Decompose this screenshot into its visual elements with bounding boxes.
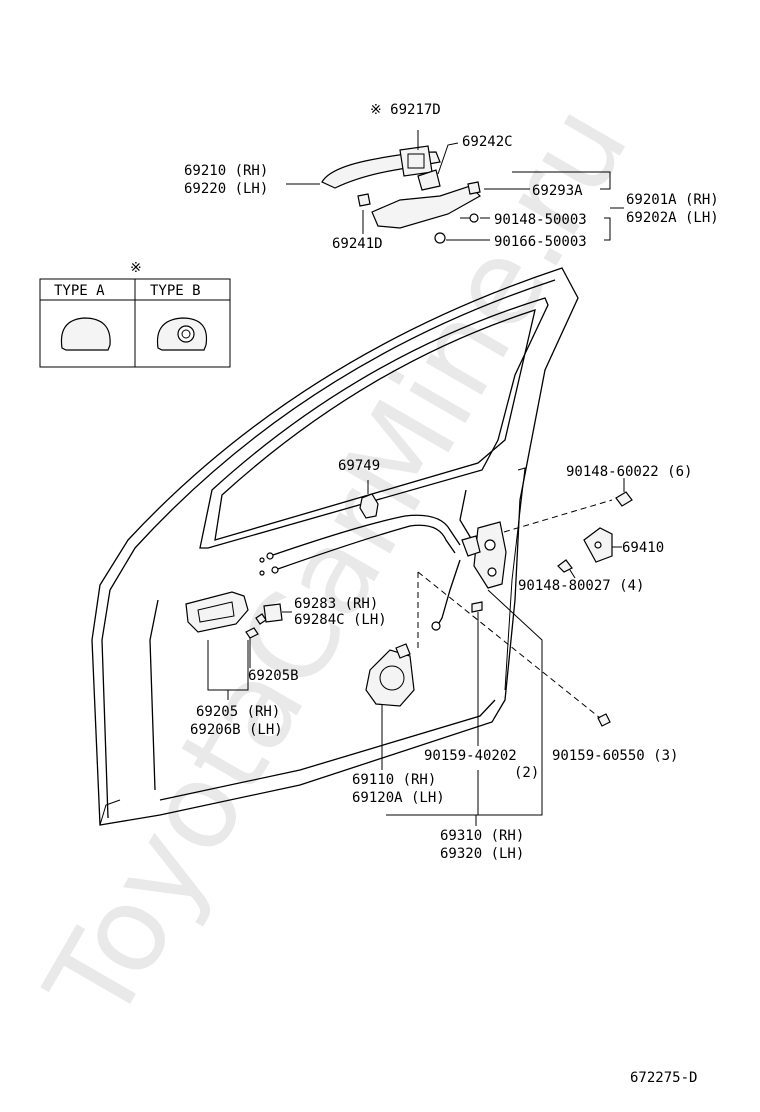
label-69410: 69410	[622, 540, 664, 556]
handle-leader-lines	[286, 130, 624, 241]
label-69202A: 69202A (LH)	[626, 210, 719, 226]
label-69293A: 69293A	[532, 183, 583, 199]
label-90166-50003: 90166-50003	[494, 234, 587, 250]
type-table: ※ TYPE A TYPE B	[39, 260, 231, 368]
diagram-code: 672275-D	[630, 1070, 697, 1086]
type-a-cap-shape	[60, 317, 111, 351]
label-69210: 69210 (RH)	[184, 163, 268, 179]
label-69220: 69220 (LH)	[184, 181, 268, 197]
label-90159-40202: 90159-40202	[424, 748, 517, 764]
label-90148-60022: 90148-60022 (6)	[566, 464, 692, 480]
screws	[245, 478, 633, 727]
label-69110: 69110 (RH)	[352, 772, 436, 788]
label-69749: 69749	[338, 458, 380, 474]
lower-leader-lines	[207, 589, 543, 826]
striker-69410	[583, 527, 622, 563]
label-69310: 69310 (RH)	[440, 828, 524, 844]
label-69283: 69283 (RH)	[294, 596, 378, 612]
label-90148-50003: 90148-50003	[494, 212, 587, 228]
type-a-label: TYPE A	[54, 283, 105, 299]
lock-motor-69110	[365, 643, 415, 707]
label-90148-80027: 90148-80027 (4)	[518, 578, 644, 594]
clip-69749	[359, 480, 379, 519]
label-69320: 69320 (LH)	[440, 846, 524, 862]
label-69217D: ※ 69217D	[370, 102, 441, 118]
label-90159-40202-qty: (2)	[514, 765, 539, 781]
control-cables	[259, 489, 473, 631]
label-69201A: 69201A (RH)	[626, 192, 719, 208]
part-labels: ※ 69217D 69242C 69210 (RH) 69220 (LH) 69…	[184, 102, 719, 1086]
label-69205B: 69205B	[248, 668, 299, 684]
label-69241D: 69241D	[332, 236, 383, 252]
label-69206B: 69206B (LH)	[190, 722, 283, 738]
dashed-leader-lines	[417, 499, 613, 719]
label-69284C: 69284C (LH)	[294, 612, 387, 628]
type-b-label: TYPE B	[150, 283, 201, 299]
outside-handle-assembly	[321, 145, 481, 244]
type-table-mark: ※	[130, 260, 142, 276]
door-lock-69310	[461, 521, 507, 589]
label-90159-60550: 90159-60550 (3)	[552, 748, 678, 764]
door-panel	[91, 267, 579, 826]
label-69205: 69205 (RH)	[196, 704, 280, 720]
label-69120A: 69120A (LH)	[352, 790, 445, 806]
label-69242C: 69242C	[462, 134, 513, 150]
inside-handle-69205	[185, 591, 292, 633]
